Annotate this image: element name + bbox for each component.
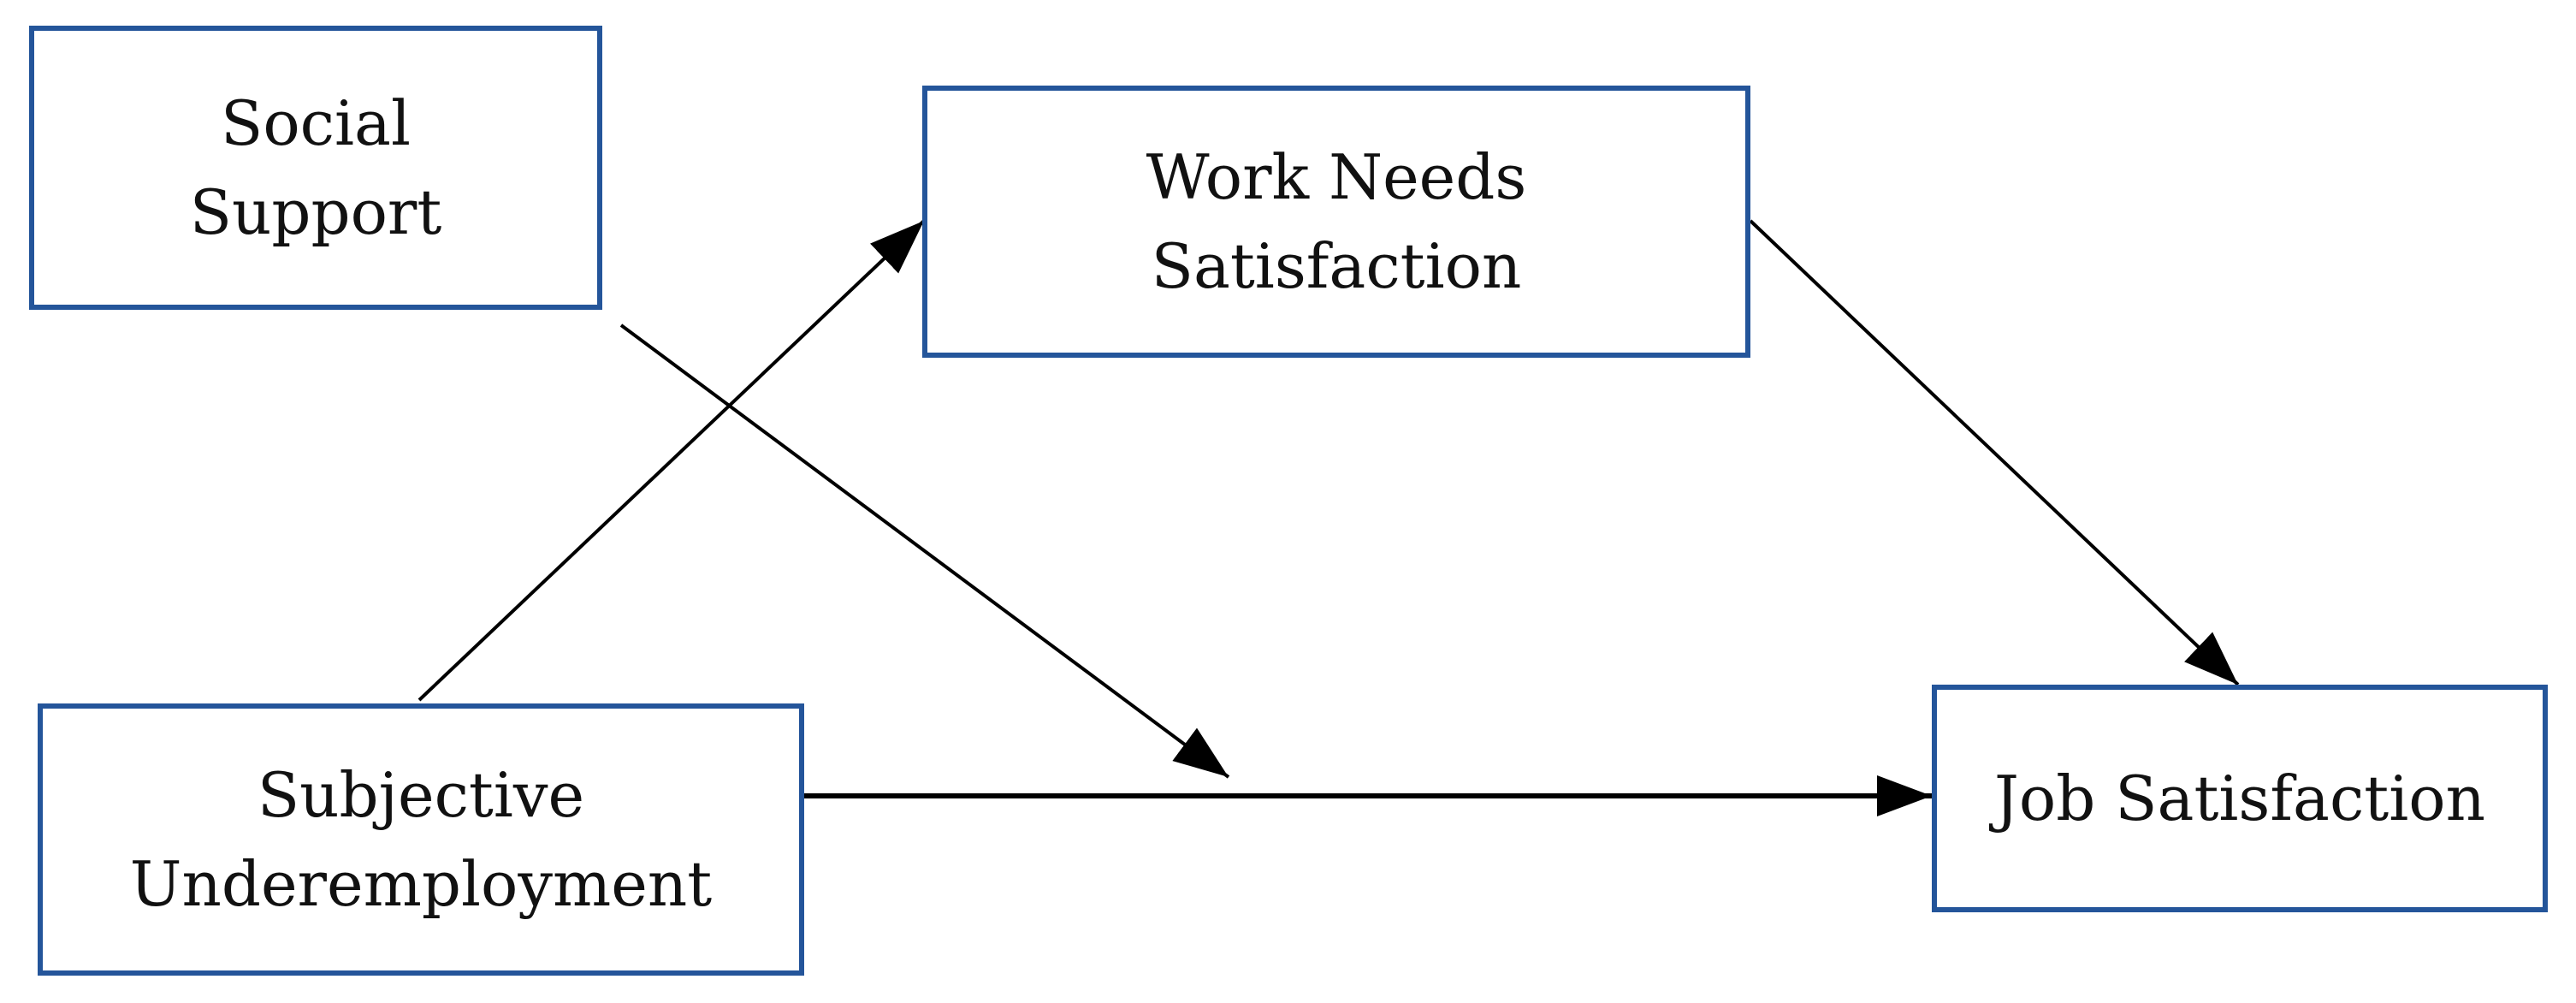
node-label-line: Job Satisfaction <box>1994 762 2485 834</box>
node-label: Social Support <box>190 79 442 258</box>
node-subjective-underemployment: Subjective Underemployment <box>38 703 804 976</box>
node-label: Work Needs Satisfaction <box>1146 133 1527 312</box>
arrow-social-support-moderation <box>619 323 1230 779</box>
node-label: Subjective Underemployment <box>130 751 712 929</box>
node-label-line: Work Needs <box>1146 140 1527 213</box>
node-label-line: Subjective <box>257 758 585 831</box>
node-job-satisfaction: Job Satisfaction <box>1932 685 2548 912</box>
node-social-support: Social Support <box>29 26 602 310</box>
arrow-underemployment-to-work-needs <box>417 219 926 702</box>
node-label-line: Social <box>221 86 411 159</box>
node-work-needs-satisfaction: Work Needs Satisfaction <box>922 86 1750 358</box>
node-label-line: Underemployment <box>129 848 713 920</box>
node-label-line: Support <box>189 176 442 248</box>
arrow-work-needs-to-job-satisfaction <box>1749 219 2240 686</box>
node-label-line: Satisfaction <box>1151 230 1522 302</box>
node-label: Job Satisfaction <box>1994 754 2485 843</box>
